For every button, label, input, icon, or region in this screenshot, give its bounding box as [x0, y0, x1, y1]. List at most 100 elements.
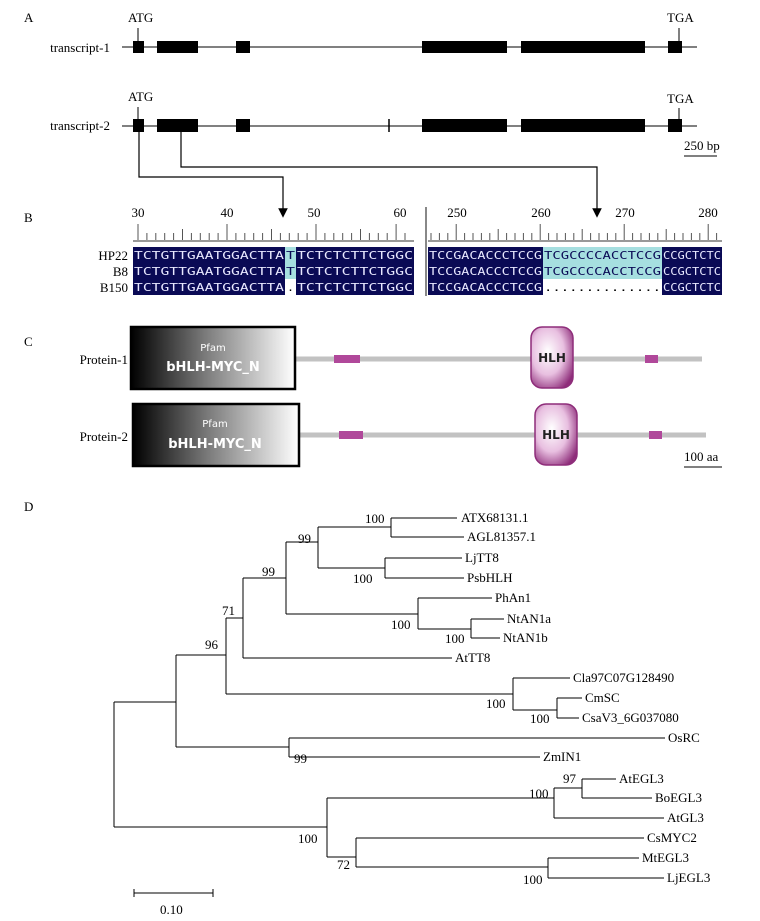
- sample-name: B150: [100, 280, 128, 295]
- panel-c: C Protein-1 Pfam bHLH-MYC_N HLH Protein-…: [24, 325, 722, 468]
- bootstrap-value: 97: [563, 771, 577, 786]
- left-alignment-bg: [133, 247, 414, 295]
- transcript-2-model: ATG TGA transcript-2: [50, 89, 697, 133]
- tick-label: 60: [394, 205, 407, 220]
- taxon-label: CsMYC2: [647, 830, 697, 845]
- bootstrap-values: 100 99 100 99 100 100 71 96 100 100 99 9…: [205, 511, 577, 887]
- seq-right-a: TCCGACACCCTCCG: [429, 249, 542, 262]
- exon-6: [668, 119, 682, 132]
- seq-left-a: TCTGTTGAATGGACTTA: [134, 281, 284, 294]
- right-insert-highlight: [543, 247, 662, 279]
- distance-scale-bar: 0.10: [133, 889, 214, 917]
- tick-label: 260: [531, 205, 551, 220]
- pfam-source-label: Pfam: [202, 419, 227, 430]
- bootstrap-value: 72: [337, 857, 350, 872]
- sample-name: HP22: [98, 248, 128, 263]
- taxon-label: PsbHLH: [467, 570, 513, 585]
- connector-arrows: [138, 132, 602, 218]
- protein-2-name: Protein-2: [80, 429, 128, 444]
- arrow-to-right-alignment: [180, 132, 602, 218]
- seq-right-ins: TCGCCCCACCTCCG: [544, 249, 661, 262]
- transcript-1-model: ATG TGA transcript-1: [50, 10, 697, 55]
- transcript-1-start: ATG: [128, 10, 153, 25]
- seq-left-a: TCTGTTGAATGGACTTA: [134, 265, 284, 278]
- transcript-2-stop: TGA: [667, 91, 694, 106]
- exon-2: [157, 119, 198, 132]
- seq-left-b: TCTCTCTTCTGGC: [297, 249, 413, 262]
- exon-2: [157, 41, 198, 53]
- panel-a: A ATG TGA transcript-1 ATG TGA transcrip…: [24, 10, 720, 218]
- panel-d: D: [24, 499, 710, 917]
- bootstrap-value: 99: [262, 564, 275, 579]
- transcript-2-name: transcript-2: [50, 118, 110, 133]
- bootstrap-value: 99: [298, 531, 311, 546]
- seq-right-a: TCCGACACCCTCCG: [429, 281, 542, 294]
- aa-scale-label: 100 aa: [684, 449, 719, 464]
- distance-scale-label: 0.10: [160, 902, 183, 917]
- seq-left-b: TCTCTCTTCTGGC: [297, 265, 413, 278]
- hlh-label: HLH: [538, 351, 566, 365]
- seq-left-b: TCTCTCTTCTGGC: [297, 281, 413, 294]
- taxon-label: AtTT8: [455, 650, 490, 665]
- taxon-label: LjEGL3: [667, 870, 710, 885]
- bootstrap-value: 100: [486, 696, 506, 711]
- sample-name: B8: [113, 264, 128, 279]
- motif-box: [339, 431, 363, 439]
- left-gap-bg: [285, 279, 296, 295]
- exon-4: [422, 41, 507, 53]
- aa-scale-bar: 100 aa: [684, 449, 722, 468]
- pfam-domain: [131, 402, 301, 468]
- right-ruler: 250 260 270 280: [425, 205, 722, 296]
- alignment-row: HP22 TCTGTTGAATGGACTTA T TCTCTCTTCTGGC T…: [98, 248, 721, 263]
- taxon-label: LjTT8: [465, 550, 499, 565]
- bootstrap-value: 100: [530, 711, 550, 726]
- taxon-label: ATX68131.1: [461, 510, 529, 525]
- exon-1: [133, 119, 144, 132]
- taxon-label: CsaV3_6G037080: [582, 710, 679, 725]
- pfam-source-label: Pfam: [200, 343, 225, 354]
- hlh-label: HLH: [542, 428, 570, 442]
- panel-a-label: A: [24, 10, 34, 25]
- tick-label: 50: [308, 205, 321, 220]
- seq-right-gap: ..............: [544, 281, 661, 294]
- protein-1-diagram: Protein-1 Pfam bHLH-MYC_N HLH: [80, 325, 702, 391]
- taxon-label: NtAN1b: [503, 630, 548, 645]
- transcript-1-name: transcript-1: [50, 40, 110, 55]
- taxon-label: NtAN1a: [507, 611, 551, 626]
- bootstrap-value: 71: [222, 603, 235, 618]
- seq-left-gap: .: [287, 281, 294, 294]
- bootstrap-value: 100: [445, 631, 465, 646]
- transcript-1-stop: TGA: [667, 10, 694, 25]
- protein-2-diagram: Protein-2 Pfam bHLH-MYC_N HLH: [80, 402, 706, 468]
- tick-label: 250: [447, 205, 467, 220]
- bootstrap-value: 100: [391, 617, 411, 632]
- taxon-label: AtGL3: [667, 810, 704, 825]
- panel-c-label: C: [24, 334, 33, 349]
- seq-left-ins: T: [286, 249, 296, 262]
- right-gap-bg: [543, 279, 662, 295]
- bootstrap-value: 96: [205, 637, 219, 652]
- taxon-label: Cla97C07G128490: [573, 670, 674, 685]
- pfam-domain-name: bHLH-MYC_N: [168, 437, 262, 452]
- motif-box: [334, 355, 360, 363]
- taxon-label: BoEGL3: [655, 790, 702, 805]
- bootstrap-value: 100: [365, 511, 385, 526]
- motif-box: [645, 355, 658, 363]
- seq-right-ins: TCGCCCCACCTCCG: [544, 265, 661, 278]
- pfam-domain-name: bHLH-MYC_N: [166, 360, 260, 375]
- exon-5: [521, 41, 645, 53]
- exon-1: [133, 41, 144, 53]
- exon-5: [521, 119, 645, 132]
- seq-left-ins: T: [286, 265, 296, 278]
- seq-right-a: TCCGACACCCTCCG: [429, 265, 542, 278]
- bootstrap-value: 99: [294, 751, 307, 766]
- bootstrap-value: 100: [298, 831, 318, 846]
- transcript-2-start: ATG: [128, 89, 153, 104]
- arrow-to-left-alignment: [138, 132, 288, 218]
- taxon-label: AGL81357.1: [467, 529, 536, 544]
- tick-label: 30: [132, 205, 145, 220]
- seq-left-a: TCTGTTGAATGGACTTA: [134, 249, 284, 262]
- pfam-domain: [129, 325, 297, 391]
- exon-4: [422, 119, 507, 132]
